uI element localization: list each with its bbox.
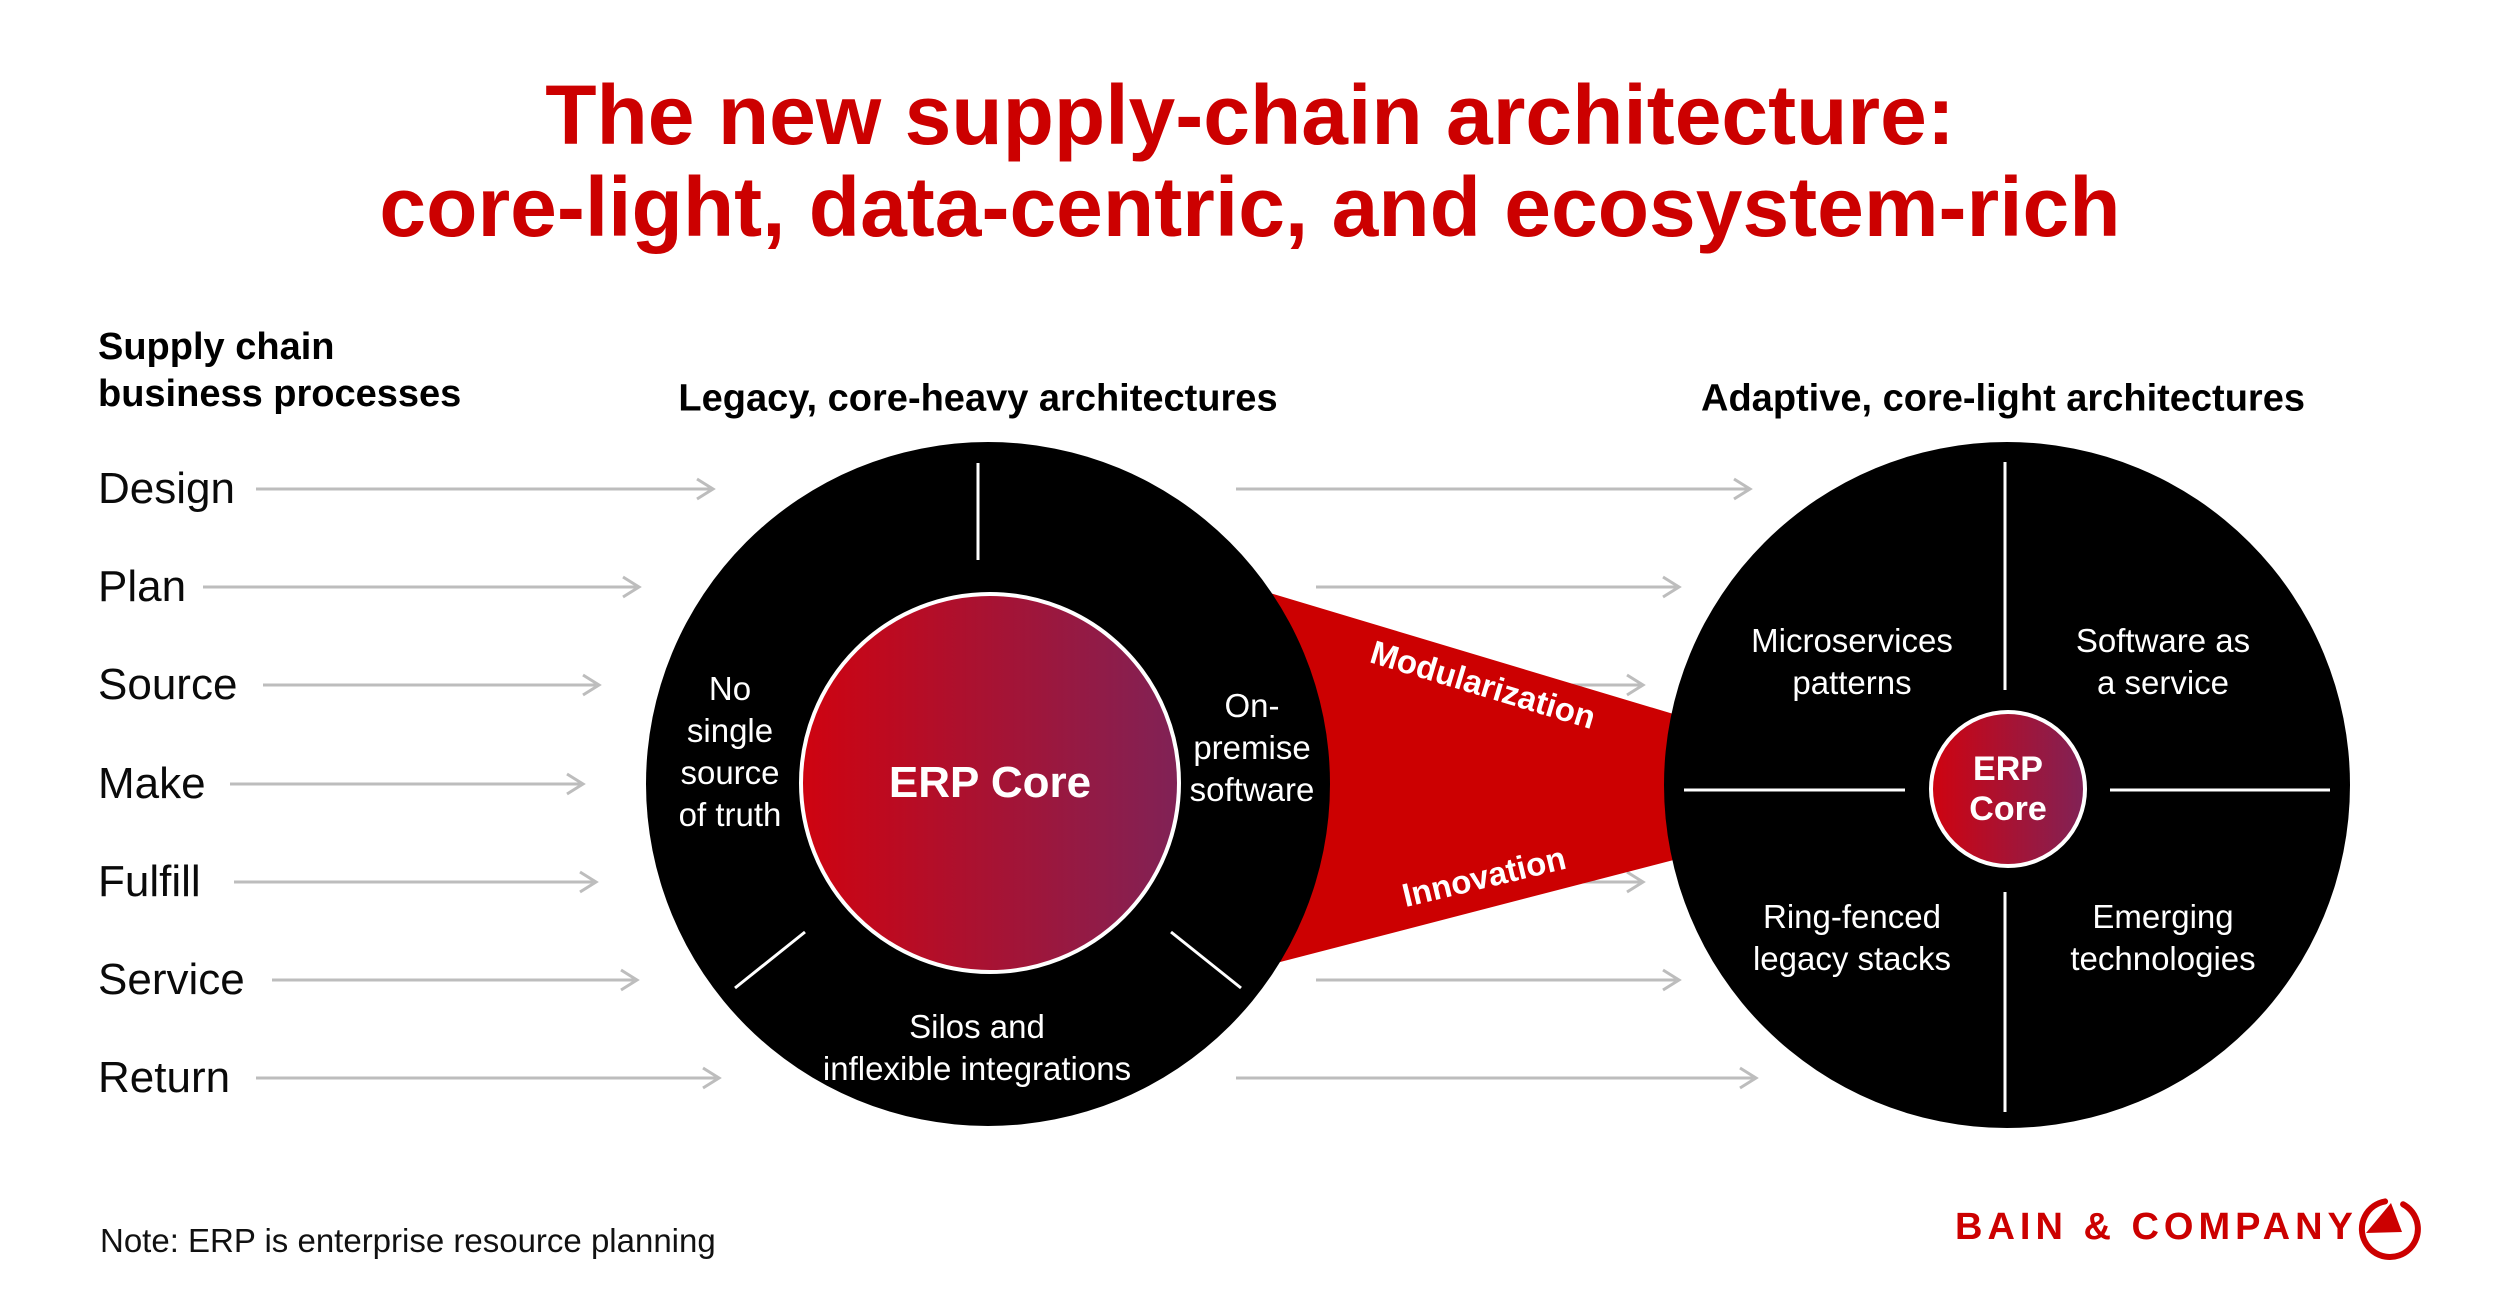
legacy-sector-bottom-label: Silos and inflexible integrations — [822, 1008, 1132, 1087]
process-label-make: Make — [98, 759, 206, 808]
process-label-fulfill: Fulfill — [98, 857, 201, 906]
processes-column-header: Supply chain business processes — [98, 326, 462, 415]
transition-wedge — [1230, 581, 1770, 975]
process-label-return: Return — [98, 1053, 231, 1102]
process-label-service: Service — [98, 955, 245, 1004]
adaptive-quadrant-bottom-right-label: Emerging technologies — [2070, 898, 2256, 977]
legacy-sector-left-label: No single source of truth — [678, 670, 782, 833]
adaptive-core-label: ERP Core — [1969, 750, 2047, 828]
footnote: Note: ERP is enterprise resource plannin… — [100, 1222, 716, 1259]
page-title-line1: The new supply-chain architecture: — [545, 68, 1955, 162]
legacy-core-circle — [799, 592, 1181, 974]
page-title-line2: core-light, data-centric, and ecosystem-… — [379, 160, 2121, 254]
process-label-design: Design — [98, 464, 235, 513]
bain-logo-mark — [2358, 1198, 2421, 1260]
process-arrows-left — [203, 477, 722, 1090]
legacy-core-label: ERP Core — [888, 758, 1092, 807]
bain-wordmark: BAIN & COMPANY — [1955, 1206, 2358, 1248]
adaptive-circle-dividers — [1684, 462, 2330, 1112]
adaptive-column-header: Adaptive, core-light architectures — [1701, 377, 2305, 420]
adaptive-quadrant-bottom-left-label: Ring-fenced legacy stacks — [1752, 898, 1952, 977]
adaptive-quadrant-top-right-label: Software as a service — [2075, 622, 2251, 701]
process-label-plan: Plan — [98, 562, 187, 611]
bain-logo-circle — [2358, 1198, 2421, 1260]
bain-logo-needle — [2366, 1203, 2402, 1233]
legacy-sector-right-label: On- premise software — [1189, 687, 1315, 808]
legacy-column-header: Legacy, core-heavy architectures — [678, 377, 1278, 420]
legacy-divider-bottom-left — [734, 930, 806, 990]
legacy-divider-bottom-right — [1170, 930, 1242, 990]
legacy-circle-dividers — [734, 463, 1242, 990]
adaptive-core-circle — [1929, 710, 2087, 868]
process-label-source: Source — [98, 660, 238, 709]
adaptive-quadrant-top-left-label: Microservices patterns — [1751, 622, 1953, 701]
